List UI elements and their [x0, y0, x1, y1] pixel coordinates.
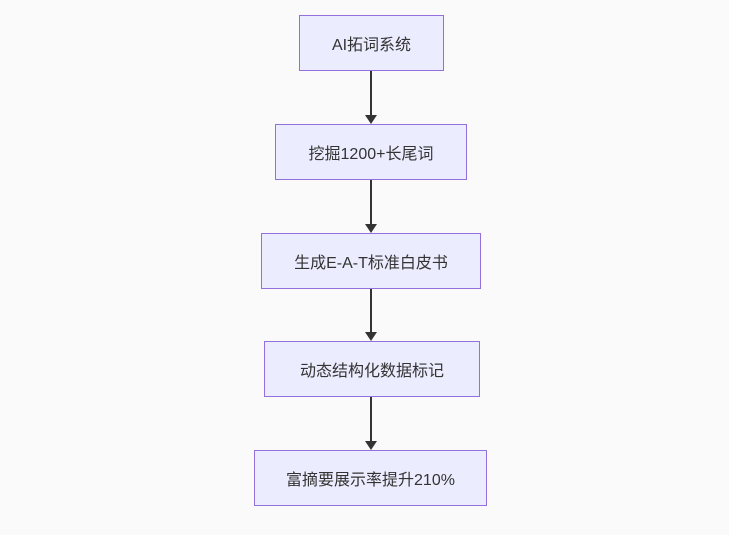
flowchart-arrow-4-5 [365, 397, 377, 450]
node-label: 挖掘1200+长尾词 [308, 146, 434, 163]
flowchart-node-step-1: AI拓词系统 [299, 15, 444, 71]
node-label: AI拓词系统 [331, 37, 412, 54]
node-label: 动态结构化数据标记 [299, 363, 444, 380]
flowchart-node-step-3: 生成E-A-T标准白皮书 [261, 233, 481, 289]
flowchart-arrow-2-3 [365, 180, 377, 233]
arrowhead-icon [365, 332, 377, 341]
arrow-line [370, 180, 372, 225]
arrowhead-icon [365, 115, 377, 124]
node-label: 富摘要展示率提升210% [286, 472, 455, 489]
flowchart-node-step-4: 动态结构化数据标记 [264, 341, 480, 397]
flowchart-node-step-5: 富摘要展示率提升210% [254, 450, 487, 506]
arrow-line [370, 289, 372, 333]
node-label: 生成E-A-T标准白皮书 [294, 255, 448, 272]
arrow-line [370, 397, 372, 442]
flowchart-arrow-3-4 [365, 289, 377, 341]
arrowhead-icon [365, 224, 377, 233]
arrowhead-icon [365, 441, 377, 450]
flowchart-node-step-2: 挖掘1200+长尾词 [275, 124, 467, 180]
flowchart-arrow-1-2 [365, 71, 377, 124]
arrow-line [370, 71, 372, 116]
